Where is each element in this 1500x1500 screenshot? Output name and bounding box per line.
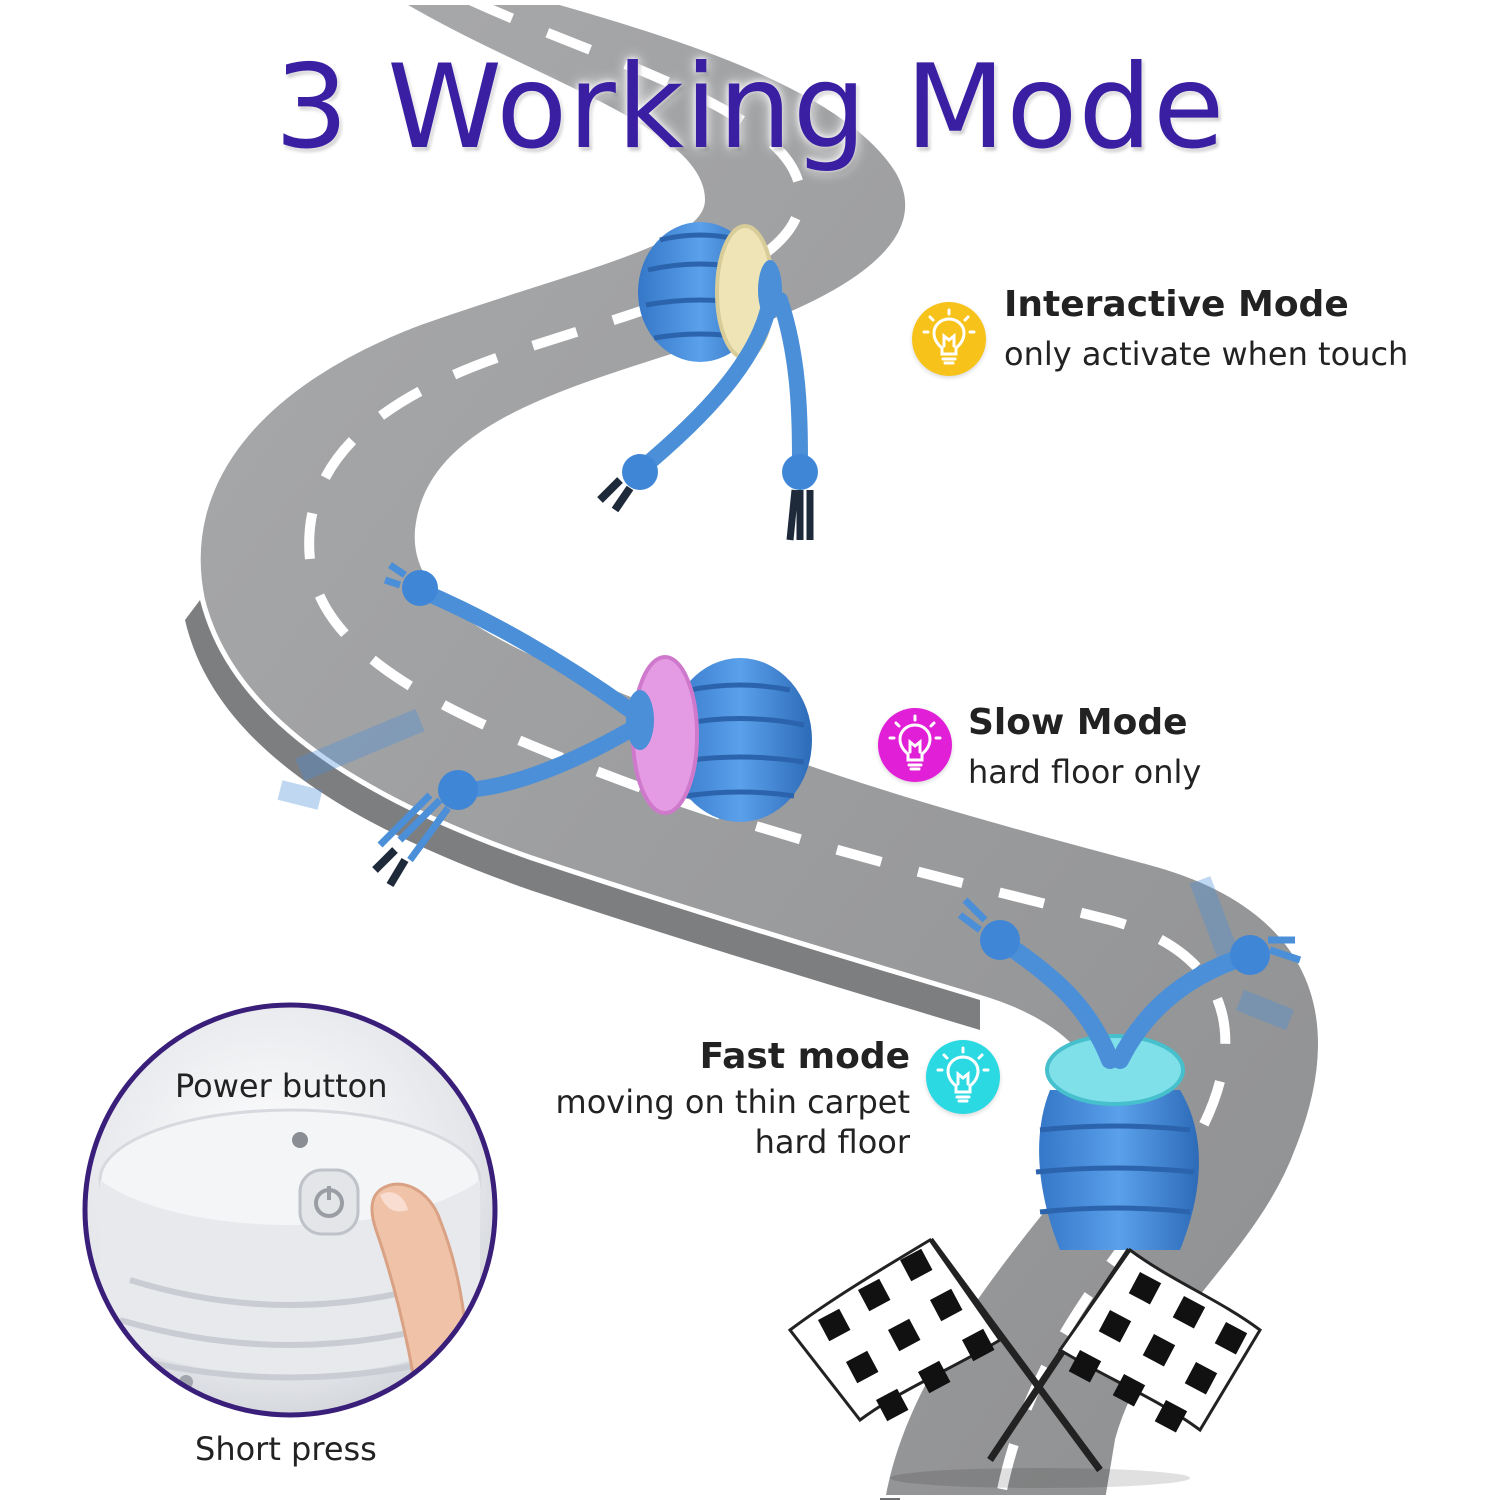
power-button-caption: Power button (175, 1067, 388, 1105)
road-edge (185, 600, 980, 1030)
mode-name: Fast mode (699, 1036, 910, 1077)
mode-interactive: Interactive Mode only activate when touc… (912, 280, 1472, 390)
mode-description: only activate when touch (1004, 335, 1409, 373)
lightbulb-icon (926, 1040, 1000, 1114)
toy-slow-mode (277, 562, 812, 888)
power-button-inset (82, 1002, 498, 1418)
mode-name: Interactive Mode (1004, 284, 1349, 325)
mode-description: moving on thin carpet hard floor (555, 1083, 910, 1161)
power-icon[interactable] (298, 1168, 360, 1236)
toy-interactive-mode (597, 222, 818, 541)
mode-slow: Slow Mode hard floor only (878, 702, 1298, 812)
checkered-flag-icon (787, 1237, 1262, 1488)
toy-fast-mode (957, 876, 1302, 1250)
lightbulb-icon (878, 708, 952, 782)
page-title: 3 Working Mode (274, 40, 1226, 175)
mode-name: Slow Mode (968, 702, 1188, 743)
short-press-caption: Short press (195, 1430, 377, 1468)
mode-fast: Fast mode moving on thin carpet hard flo… (520, 1036, 1010, 1176)
lane-markings (304, 0, 1231, 1500)
mode-description: hard floor only (968, 753, 1202, 791)
lightbulb-icon (912, 302, 986, 376)
